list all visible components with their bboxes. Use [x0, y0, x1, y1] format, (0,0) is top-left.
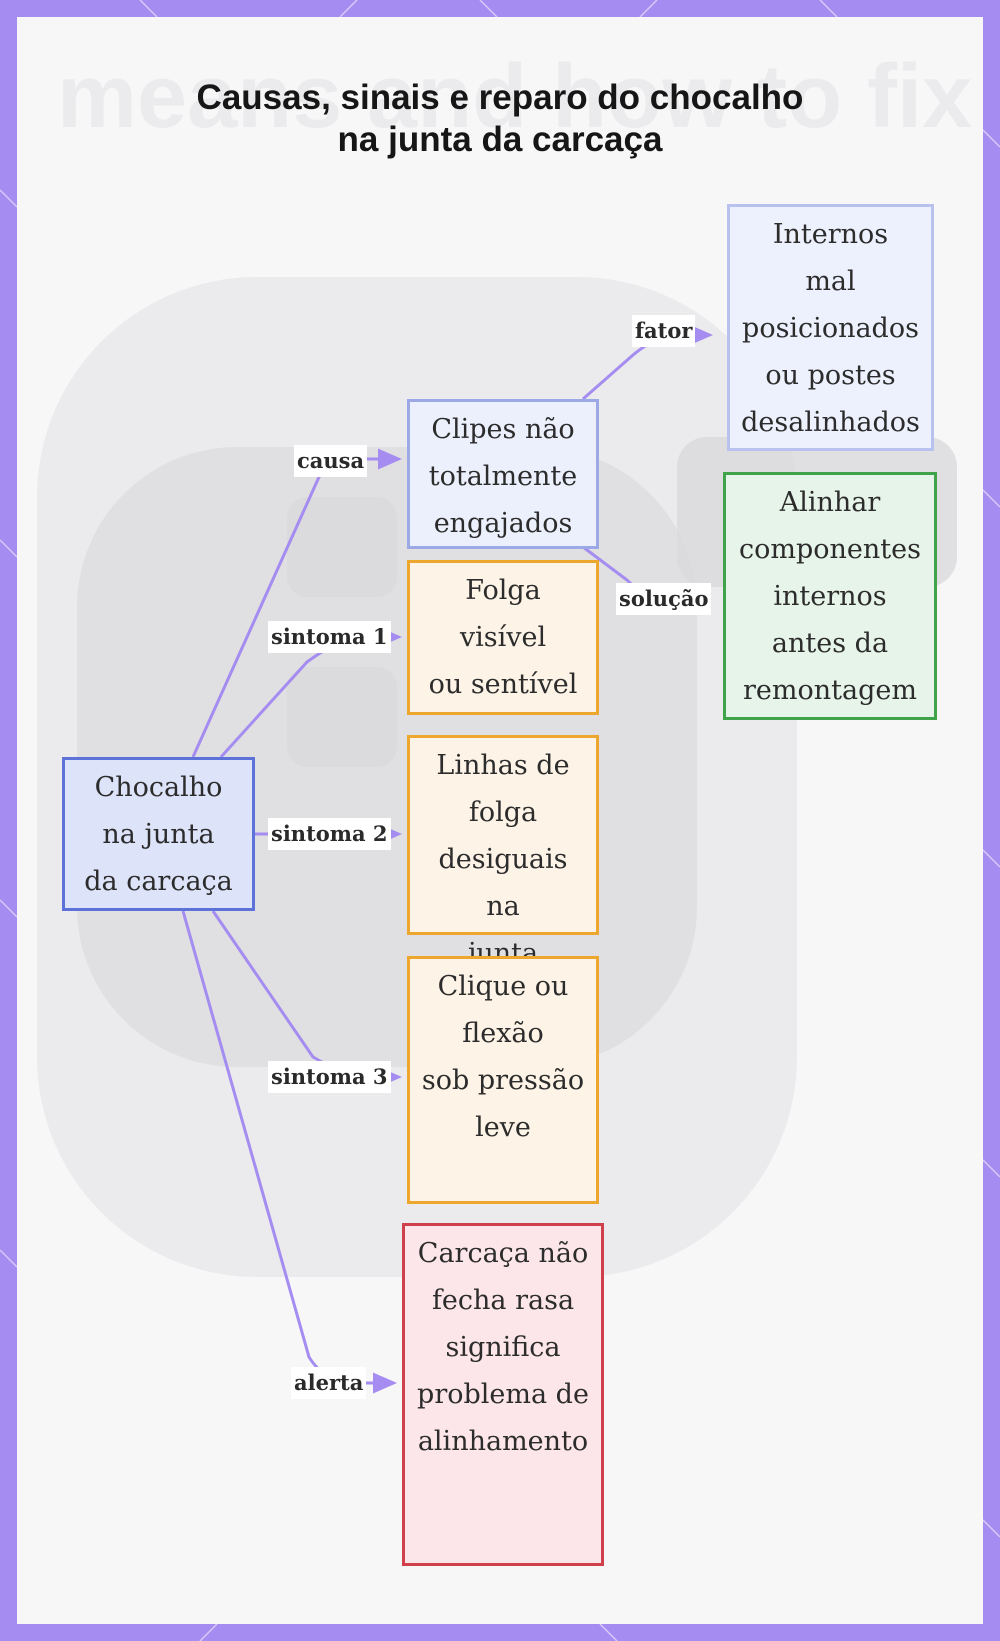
node-alinhar: Alinhar componentes internos antes da re… — [723, 472, 937, 720]
title-line-1: Causas, sinais e reparo do chocalho — [196, 78, 804, 117]
diagram-title: Causas, sinais e reparo do chocalho na j… — [17, 77, 983, 161]
svg-text:means and how to fix it: means and how to fix it — [57, 47, 983, 147]
edge-alerta — [181, 910, 397, 1394]
diagram-canvas: means and how to fix it Causas, sinais e… — [17, 17, 983, 1624]
edge-sintoma-3 — [211, 910, 402, 1088]
edge-causa — [191, 448, 402, 758]
node-internos: Internos mal posicionados ou postes desa… — [727, 204, 934, 451]
edge-label-alerta: alerta — [291, 1367, 367, 1399]
edge-label-sintoma-2: sintoma 2 — [268, 818, 391, 850]
node-clipes: Clipes não totalmente engajados — [407, 399, 599, 549]
edge-label-fator: fator — [632, 315, 696, 347]
edge-label-sintoma-3: sintoma 3 — [268, 1061, 391, 1093]
node-chocalho: Chocalho na junta da carcaça — [62, 757, 255, 911]
node-linhas-de-folga: Linhas de folga desiguais na junta — [407, 735, 599, 969]
node-clique-ou-flexao: Clique ou flexão sob pressão leve — [407, 956, 599, 1204]
edge-label-causa: causa — [294, 445, 368, 477]
edge-sintoma-1 — [219, 626, 402, 759]
edge-label-solucao: solução — [616, 583, 712, 615]
node-carcaca-nao-fecha: Carcaça não fecha rasa significa problem… — [402, 1223, 604, 1566]
title-line-2: na junta da carcaça — [337, 120, 663, 159]
edge-label-sintoma-1: sintoma 1 — [268, 621, 391, 653]
node-folga-visivel: Folga visível ou sentível — [407, 560, 599, 715]
